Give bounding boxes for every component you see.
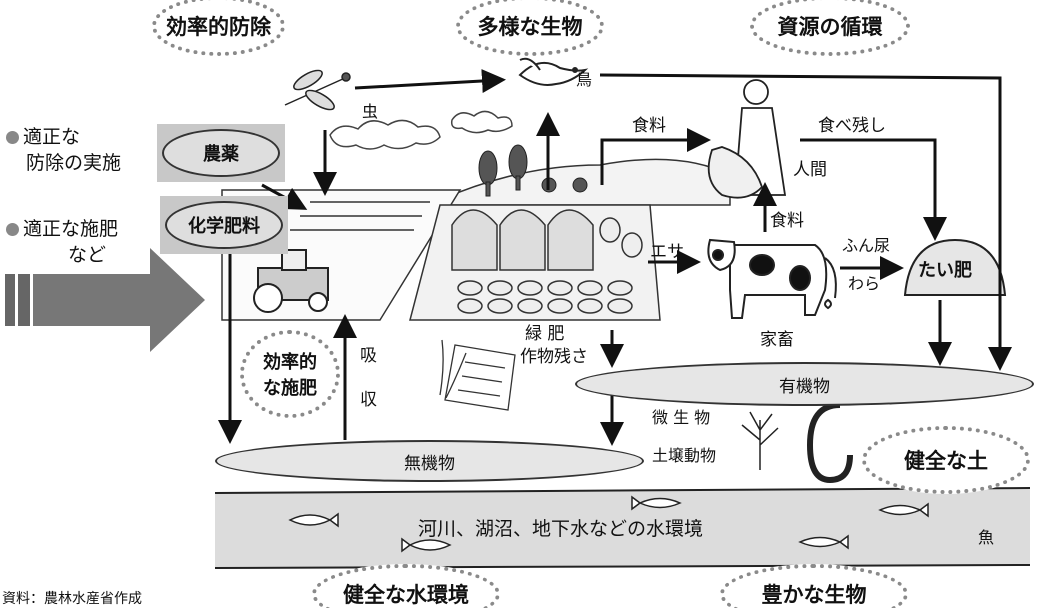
label-straw: わら [848,274,881,293]
goal-pest-control: 効率的防除 [152,0,285,56]
label-water-environment: 河川、湖沼、地下水などの水環境 [418,518,704,540]
label-human: 人間 [793,160,827,180]
label-soil-animals: 土壌動物 [652,446,717,465]
label-compost: たい肥 [918,260,972,281]
bullet-icon [6,223,19,236]
label-absorb-1: 吸 [360,346,377,366]
human-icon [707,79,787,199]
label-green-manure: 緑 肥 [525,324,565,344]
bullet-icon [6,131,19,144]
label-microbes: 微 生 物 [652,408,711,427]
goal-healthy-water: 健全な水環境 [312,564,500,608]
goal-biodiversity: 多様な生物 [456,0,604,56]
label-bird: 鳥 [576,70,593,89]
clouds [329,110,513,150]
label-food-cow: 食料 [770,211,804,231]
bird-icon [518,57,589,86]
practice-fertilization-line1: 適正な施肥 [6,216,118,242]
practice-fertilization-text1: 適正な施肥 [23,218,119,240]
practice-proper-fertilization: 適正な施肥 など [6,216,118,268]
source-caption: 資料：農林水産省作成 [2,591,142,607]
chemical-fertilizer-label: 化学肥料 [165,201,283,249]
earthworm-icon [806,402,853,484]
inorganic-matter-oval: 無機物 [215,440,644,482]
label-insect: 虫 [362,102,379,121]
practice-pest-control-line1: 適正な [6,124,121,150]
dragonfly-icon [284,69,351,111]
label-livestock: 家畜 [760,330,794,350]
label-absorb-2: 収 [360,390,377,410]
flow-arrows [218,69,1012,446]
efficient-fertilization-bubble: 効率的 な施肥 [240,330,340,418]
efficient-fertilization-line2: な施肥 [263,378,317,399]
practice-pest-control-line2: 防除の実施 [26,152,122,174]
tractor-icon [253,249,329,313]
label-leftovers: 食べ残し [818,116,886,136]
cow-icon [707,238,837,319]
goal-rich-life: 豊かな生物 [720,564,908,608]
input-arrow [5,248,205,352]
practice-pest-control-text1: 適正な [23,126,81,148]
crop-field [409,204,661,321]
microbe-icon [741,411,779,470]
label-food-top: 食料 [632,116,666,136]
pesticide-label: 農薬 [162,129,280,177]
fish-icons [288,495,929,553]
organic-matter-oval: 有機物 [575,362,1034,406]
label-fish: 魚 [978,528,995,547]
label-feed: エサ [650,242,684,262]
practice-proper-pest-control: 適正な 防除の実施 [6,124,121,176]
goal-healthy-soil: 健全な土 [862,426,1030,494]
efficient-fertilization-line1: 効率的 [263,352,317,373]
practice-fertilization-line2: など [68,244,107,266]
label-crop-residue: 作物残さ [520,347,588,367]
green-manure-icon [439,339,516,411]
label-manure: ふん尿 [842,236,891,255]
goal-resource-cycle: 資源の循環 [750,0,910,56]
